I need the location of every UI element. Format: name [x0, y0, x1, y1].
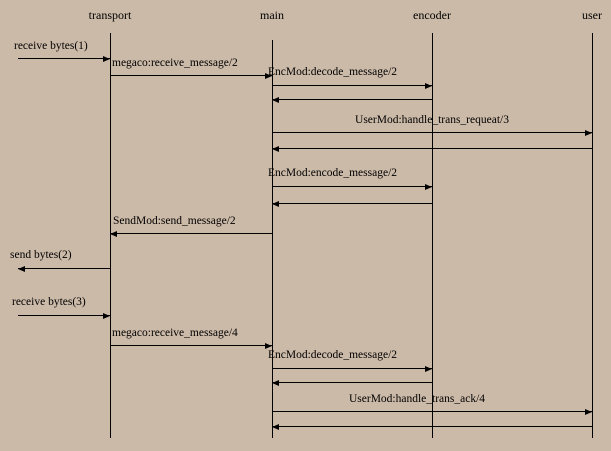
arrow-head-right-m3: [425, 82, 432, 89]
message-label-m1: receive bytes(1): [14, 40, 88, 52]
message-line-m9: [110, 233, 272, 234]
actor-label-user: user: [582, 8, 602, 22]
lifeline-encoder: [432, 33, 433, 438]
actor-label-main: main: [260, 8, 284, 22]
message-line-m5: [272, 132, 592, 133]
message-label-m15: UserMod:handle_trans_ack/4: [348, 393, 486, 405]
message-line-m14: [272, 382, 432, 383]
message-label-m7: EncMod:encode_message/2: [268, 167, 398, 179]
arrow-head-right-m12: [265, 342, 272, 349]
message-label-m11: receive bytes(3): [12, 296, 86, 308]
arrow-head-right-m5: [585, 129, 592, 136]
message-line-m10: [18, 268, 110, 269]
actor-label-transport: transport: [88, 8, 132, 22]
message-label-m10: send bytes(2): [10, 249, 72, 261]
arrow-head-left-m16: [272, 423, 279, 430]
arrow-head-left-m10: [18, 265, 25, 272]
message-label-m2: megaco:receive_message/2: [112, 57, 238, 69]
arrow-head-right-m2: [265, 72, 272, 79]
message-line-m13: [272, 368, 432, 369]
arrow-head-left-m4: [272, 96, 279, 103]
message-line-m15: [272, 411, 592, 412]
arrow-head-left-m8: [272, 200, 279, 207]
message-line-m11: [18, 315, 110, 316]
message-line-m6: [272, 148, 592, 149]
arrow-head-right-m11: [103, 312, 110, 319]
message-label-m12: megaco:receive_message/4: [112, 327, 238, 339]
message-label-m5: UserMod:handle_trans_requeat/3: [355, 114, 509, 126]
arrow-head-right-m7: [425, 183, 432, 190]
message-label-m3: EncMod:decode_message/2: [268, 66, 398, 78]
lifeline-user: [592, 33, 593, 438]
message-line-m16: [272, 426, 592, 427]
message-line-m2: [110, 75, 272, 76]
message-line-m3: [272, 85, 432, 86]
arrow-head-left-m14: [272, 379, 279, 386]
message-line-m7: [272, 186, 432, 187]
message-line-m4: [272, 99, 432, 100]
arrow-head-right-m1: [103, 55, 110, 62]
actor-label-encoder: encoder: [413, 8, 451, 22]
message-line-m8: [272, 203, 432, 204]
arrow-head-left-m6: [272, 145, 279, 152]
arrow-head-right-m13: [425, 365, 432, 372]
message-label-m13: EncMod:decode_message/2: [268, 349, 398, 361]
arrow-head-left-m9: [110, 230, 117, 237]
lifeline-main: [272, 40, 273, 438]
message-line-m1: [18, 58, 110, 59]
message-line-m12: [110, 345, 272, 346]
arrow-head-right-m15: [585, 408, 592, 415]
message-label-m9: SendMod:send_message/2: [113, 215, 236, 227]
